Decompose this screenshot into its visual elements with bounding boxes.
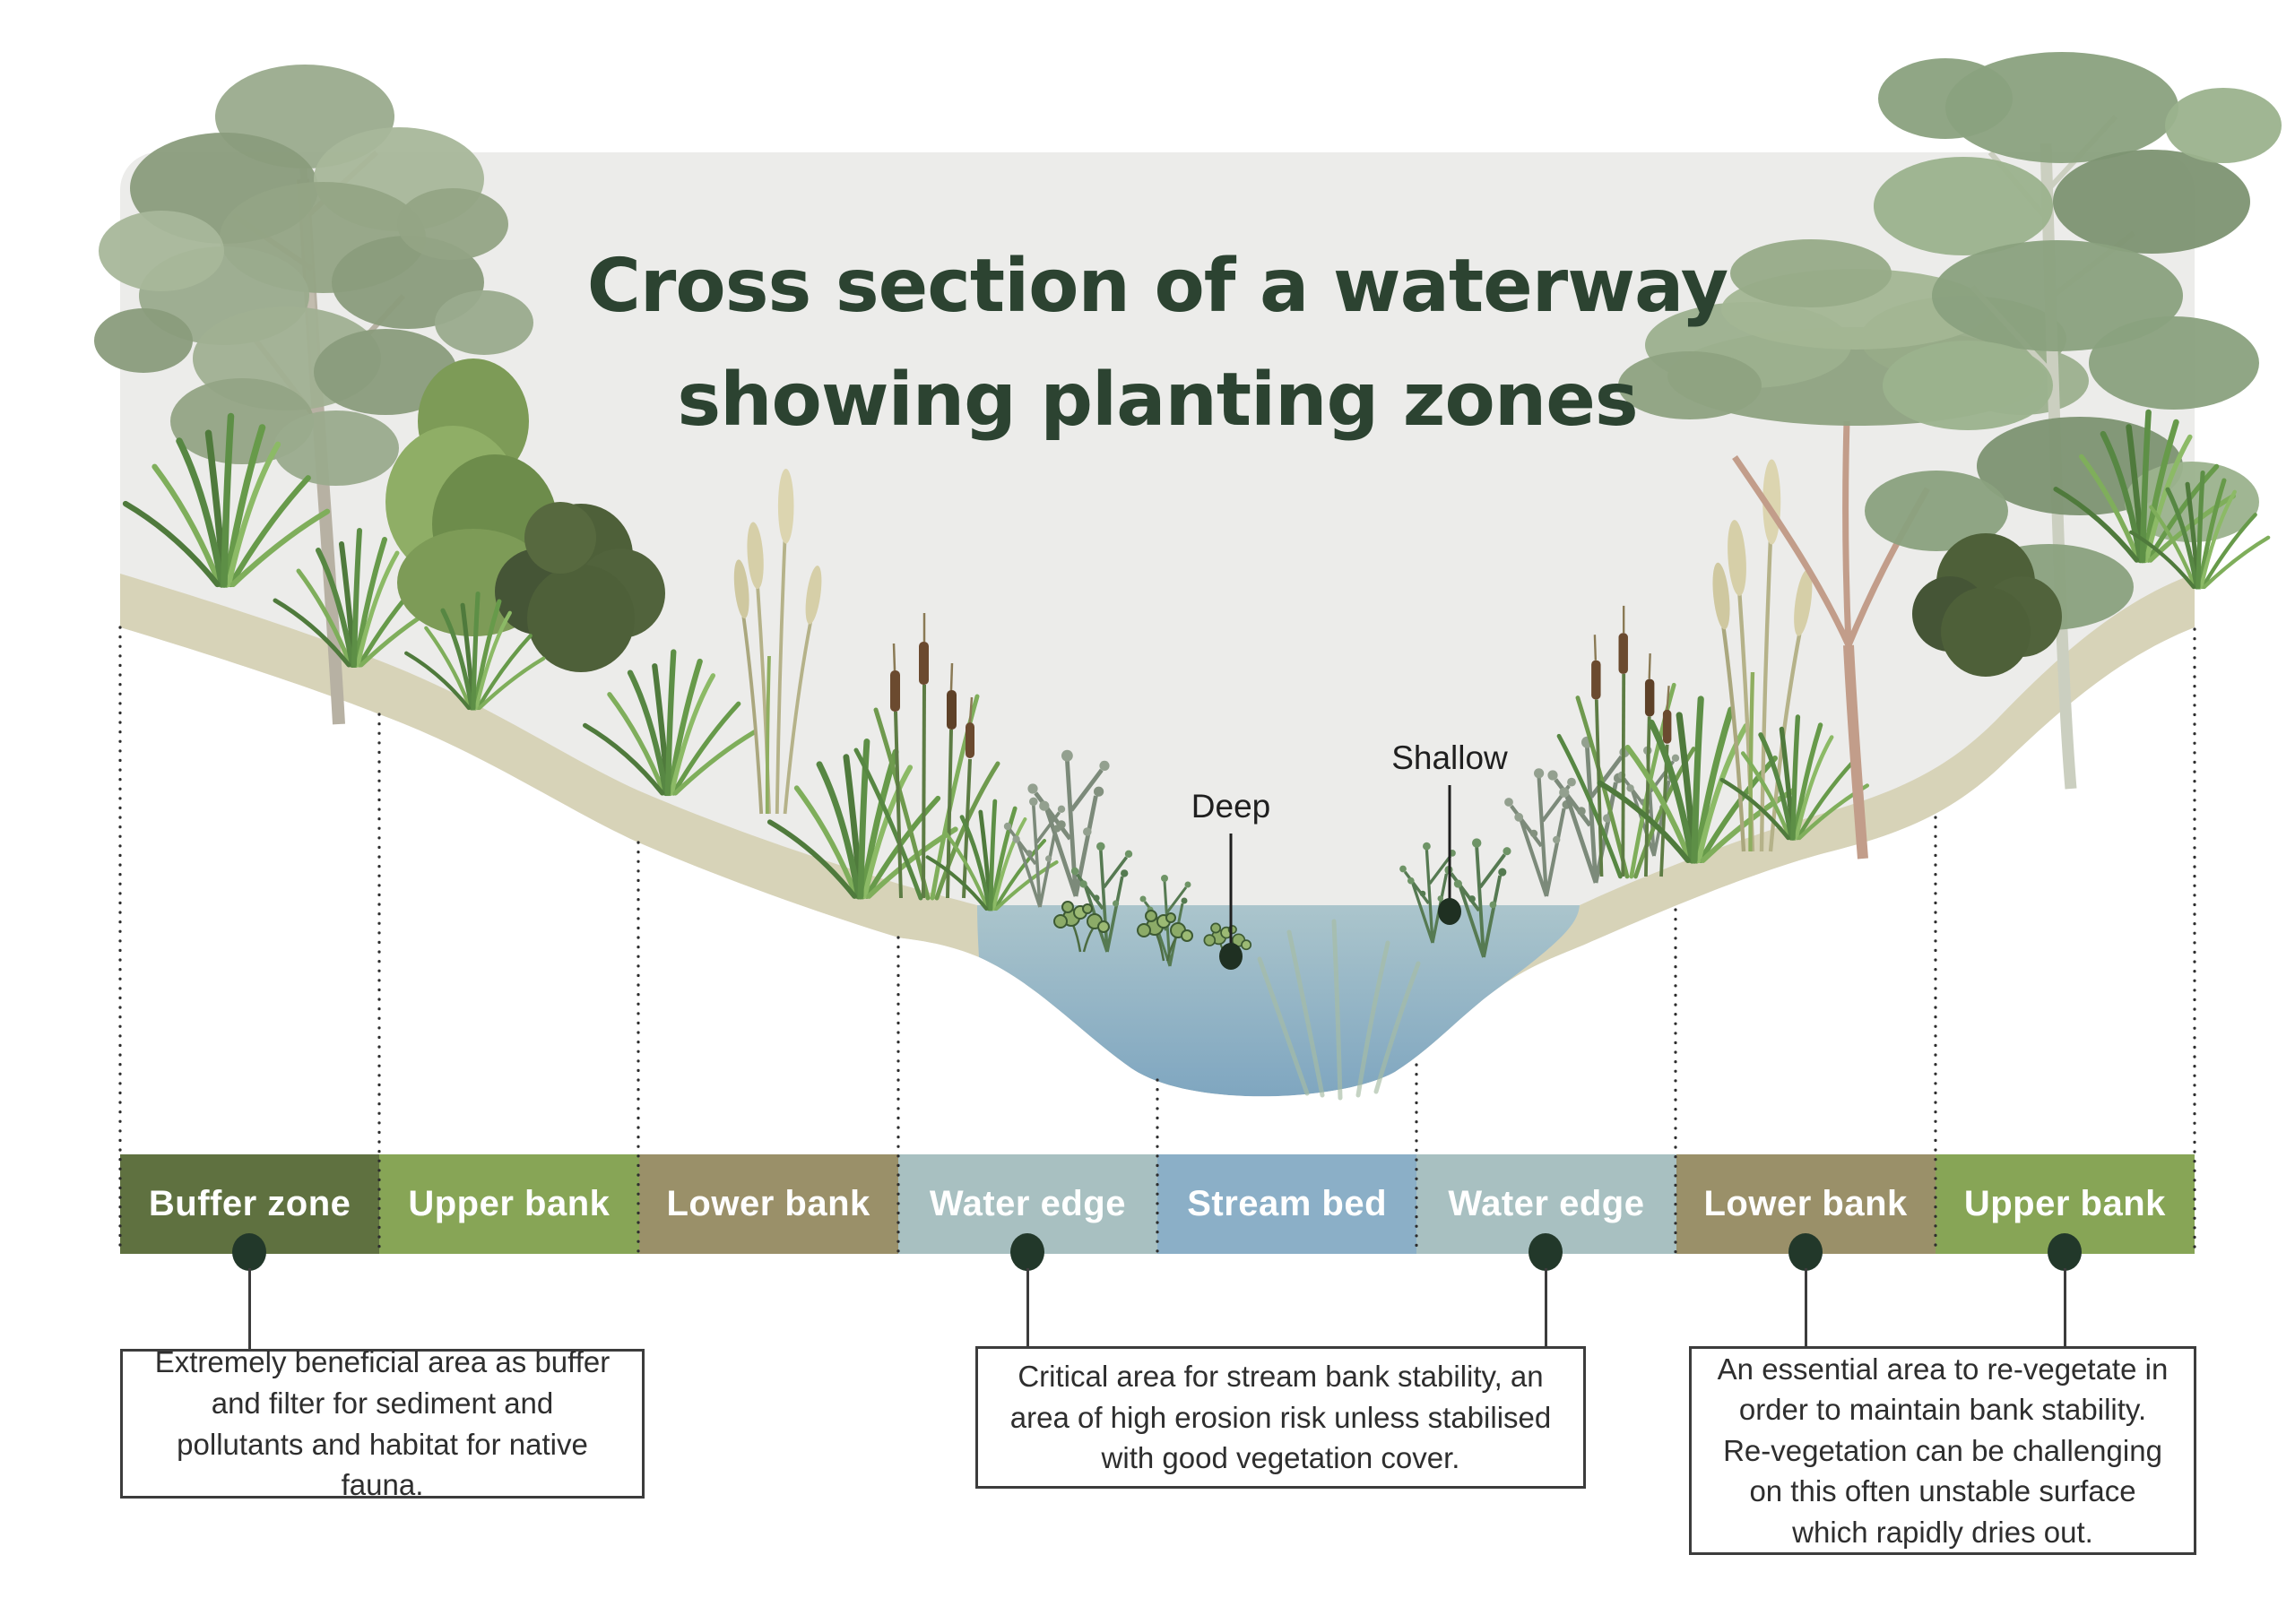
connector-dot-lower-bank-right <box>1788 1233 1823 1271</box>
grass-tuft <box>275 531 437 665</box>
deep-label: Deep <box>1191 788 1270 825</box>
zone-segment-stream-bed: Stream bed <box>1157 1154 1417 1254</box>
cattails-right <box>1559 606 1693 877</box>
deep-marker-dot <box>1219 943 1243 970</box>
depth-annotations: Deep Shallow <box>1191 739 1508 970</box>
underground-white <box>120 627 2195 1154</box>
sketchy-plant <box>1504 768 1576 896</box>
connector-dot-water-edge-left <box>1010 1233 1044 1271</box>
callout-buffer-zone-text: Extremely beneficial area as buffer and … <box>154 1345 611 1502</box>
zone-segment-upper-bank-left: Upper bank <box>379 1154 639 1254</box>
connector-dot-buffer-zone <box>232 1233 266 1271</box>
grass-tuft <box>928 801 1057 909</box>
leader-line <box>1805 1268 1807 1346</box>
connector-dot-water-edge-right <box>1529 1233 1563 1271</box>
title-line-2: showing planting zones <box>677 358 1638 444</box>
leader-line <box>1026 1268 1029 1346</box>
submerged-grass <box>1257 919 1421 1101</box>
connector-dot-upper-bank-right <box>2048 1233 2082 1271</box>
sketchy-plant <box>1027 750 1109 896</box>
grass-tuft <box>406 594 543 709</box>
grass-tuft <box>2131 473 2268 588</box>
ground-surface-band <box>120 574 2195 1097</box>
grass-tuft <box>770 742 956 897</box>
aquatic-plant <box>1070 840 1134 954</box>
sketchy-plant <box>1547 737 1629 883</box>
shallow-marker-dot <box>1438 898 1461 925</box>
leader-line <box>2064 1268 2066 1346</box>
grass-tuft <box>585 652 755 794</box>
planting-zone-bar: Buffer zone Upper bank Lower bank Water … <box>120 1154 2195 1254</box>
pondweed <box>1136 909 1194 963</box>
callout-water-edge-text: Critical area for stream bank stability,… <box>1009 1360 1552 1475</box>
leader-line <box>248 1268 251 1349</box>
cattails-left <box>856 613 998 898</box>
aquatic-plant <box>1398 841 1458 945</box>
callout-banks: An essential area to re-vegetate in orde… <box>1689 1346 2196 1555</box>
grass-tuft <box>1599 699 1793 860</box>
page-title: Cross section of a waterway showing plan… <box>120 229 2195 457</box>
zone-segment-lower-bank-left: Lower bank <box>638 1154 898 1254</box>
callout-buffer-zone: Extremely beneficial area as buffer and … <box>120 1345 645 1501</box>
pondweed <box>1203 922 1252 968</box>
leader-line <box>1545 1268 1547 1346</box>
stream-water <box>977 905 1580 1097</box>
sketchy-plant <box>1616 744 1681 858</box>
reed-plume <box>730 467 827 816</box>
callout-banks-text: An essential area to re-vegetate in orde… <box>1717 1352 2169 1549</box>
title-line-1: Cross section of a waterway <box>586 244 1729 329</box>
callout-water-edge: Critical area for stream bank stability,… <box>975 1346 1586 1489</box>
pondweed <box>1052 900 1111 954</box>
reed-plume <box>1710 460 1815 852</box>
grass-tuft <box>1722 717 1867 838</box>
sketchy-plant <box>1002 795 1067 909</box>
shallow-label: Shallow <box>1391 739 1508 776</box>
aquatic-plant <box>1139 873 1192 968</box>
dark-olive-bush <box>495 502 665 672</box>
right-dark-bush <box>1912 533 2062 677</box>
aquatic-plant <box>1442 836 1513 959</box>
